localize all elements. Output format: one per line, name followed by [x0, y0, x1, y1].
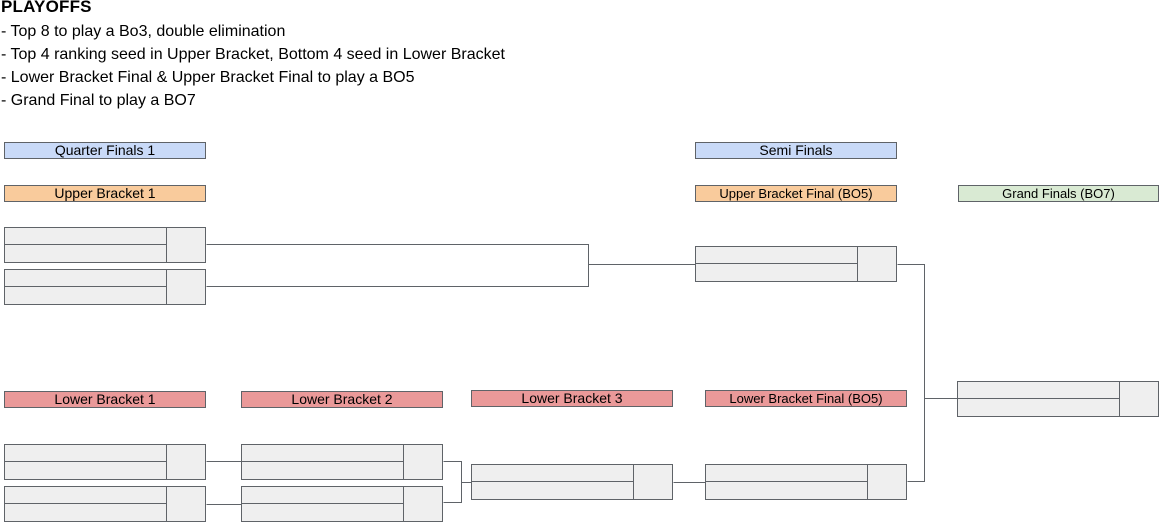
team-slot[interactable]: [696, 264, 858, 281]
team-slot[interactable]: [5, 228, 167, 245]
rule-line: - Lower Bracket Final & Upper Bracket Fi…: [1, 69, 415, 86]
team-slot[interactable]: [5, 487, 167, 504]
header-lower-bracket-2: Lower Bracket 2: [241, 391, 443, 408]
match-lower-2b: [241, 486, 443, 522]
team-slot[interactable]: [958, 382, 1120, 399]
header-upper-bracket-1: Upper Bracket 1: [4, 185, 206, 202]
team-slot[interactable]: [958, 399, 1120, 416]
team-slot[interactable]: [5, 504, 167, 521]
header-semi-finals: Semi Finals: [695, 142, 897, 159]
score-cell[interactable]: [166, 228, 205, 262]
team-slot[interactable]: [472, 465, 634, 482]
score-cell[interactable]: [1119, 382, 1158, 416]
team-slot[interactable]: [5, 270, 167, 287]
match-upper-qf-2: [4, 269, 206, 305]
match-upper-final: [695, 246, 897, 282]
rule-line: - Top 4 ranking seed in Upper Bracket, B…: [1, 46, 505, 63]
score-cell[interactable]: [633, 465, 672, 499]
score-cell[interactable]: [166, 487, 205, 521]
match-lower-1b: [4, 486, 206, 522]
team-slot[interactable]: [5, 445, 167, 462]
team-slot[interactable]: [472, 482, 634, 499]
header-lower-bracket-final: Lower Bracket Final (BO5): [705, 390, 907, 407]
team-slot[interactable]: [242, 487, 404, 504]
score-cell[interactable]: [403, 445, 442, 479]
match-lower-1a: [4, 444, 206, 480]
score-cell[interactable]: [857, 247, 896, 281]
score-cell[interactable]: [867, 465, 906, 499]
header-quarter-finals: Quarter Finals 1: [4, 142, 206, 159]
rule-line: - Top 8 to play a Bo3, double eliminatio…: [1, 23, 286, 40]
page-title: PLAYOFFS: [1, 0, 92, 16]
team-slot[interactable]: [242, 462, 404, 479]
score-cell[interactable]: [166, 445, 205, 479]
header-lower-bracket-1: Lower Bracket 1: [4, 391, 206, 408]
match-upper-qf-1: [4, 227, 206, 263]
match-lower-3: [471, 464, 673, 500]
team-slot[interactable]: [696, 247, 858, 264]
team-slot[interactable]: [706, 465, 868, 482]
team-slot[interactable]: [5, 245, 167, 262]
connector-line: [897, 264, 925, 482]
team-slot[interactable]: [242, 445, 404, 462]
rule-line: - Grand Final to play a BO7: [1, 92, 196, 109]
score-cell[interactable]: [403, 487, 442, 521]
team-slot[interactable]: [5, 462, 167, 479]
header-lower-bracket-3: Lower Bracket 3: [471, 390, 673, 407]
team-slot[interactable]: [706, 482, 868, 499]
connector-line: [443, 461, 462, 503]
connector-line: [206, 244, 589, 287]
team-slot[interactable]: [5, 287, 167, 304]
match-lower-2a: [241, 444, 443, 480]
header-grand-finals: Grand Finals (BO7): [958, 185, 1159, 202]
team-slot[interactable]: [242, 504, 404, 521]
match-grand-final: [957, 381, 1159, 417]
score-cell[interactable]: [166, 270, 205, 304]
match-lower-final: [705, 464, 907, 500]
header-upper-bracket-final: Upper Bracket Final (BO5): [695, 185, 897, 202]
